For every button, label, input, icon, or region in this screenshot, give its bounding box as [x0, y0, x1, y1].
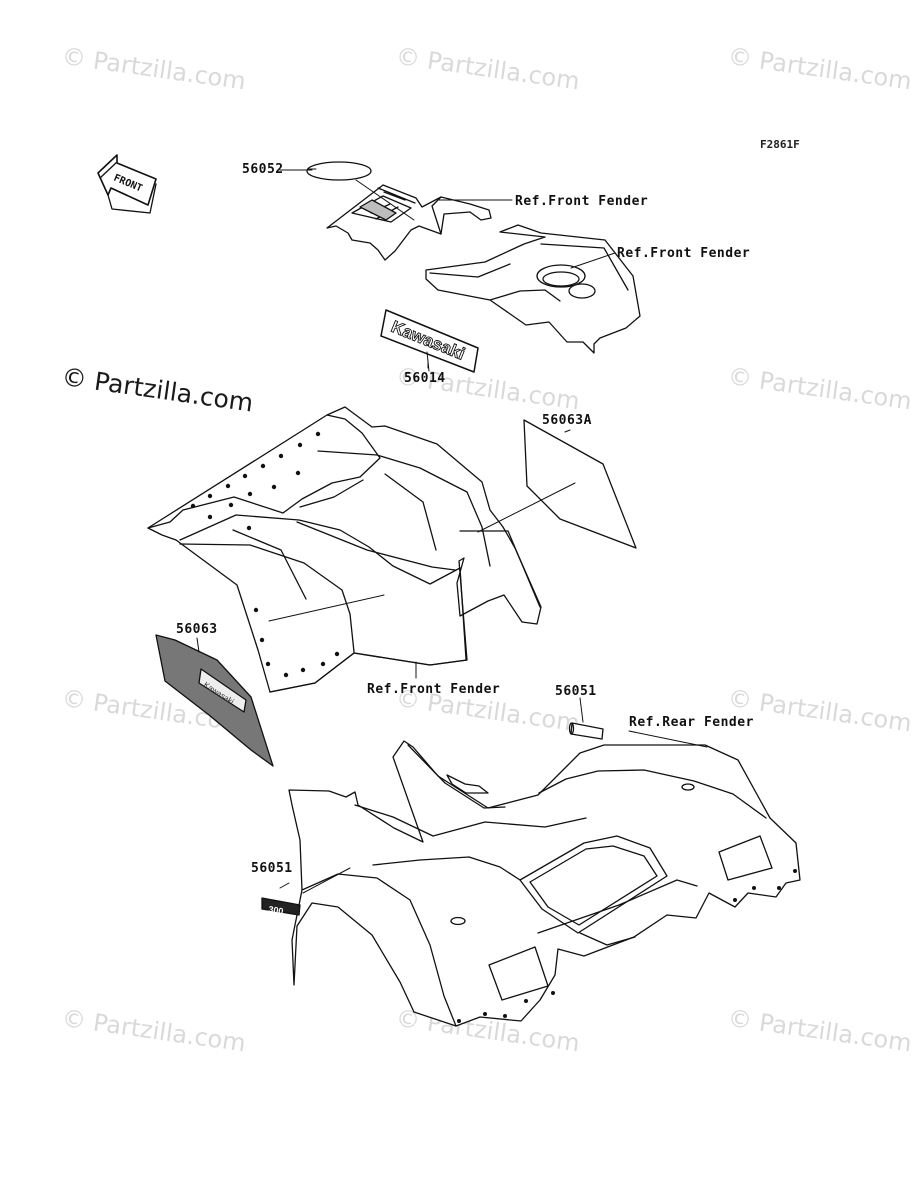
badge-300-text: 300: [268, 904, 284, 916]
front-fender-center: [326, 184, 492, 261]
decal-56063: [155, 634, 274, 767]
callout-56052: 56052: [242, 162, 284, 177]
rear-fender-rivets: [457, 869, 797, 1023]
kawasaki-emblem: [380, 309, 479, 373]
callout-ref-front-fender-3: Ref.Front Fender: [367, 682, 501, 697]
front-fender-body: [425, 224, 641, 354]
main-front-fender: [147, 406, 542, 693]
front-arrow-icon: [97, 154, 157, 214]
decal-56063a: [523, 419, 637, 549]
callout-ref-rear-fender: Ref.Rear Fender: [629, 715, 754, 730]
callout-56051-top: 56051: [555, 684, 597, 699]
callout-ref-front-fender-1: Ref.Front Fender: [515, 194, 649, 209]
callout-56014: 56014: [404, 371, 446, 386]
fender-rivets: [190, 431, 340, 678]
callout-56063a: 56063A: [542, 413, 592, 428]
leader-lines: [196, 168, 708, 894]
diagram-code: F2861F: [760, 138, 800, 151]
badge-300: [261, 897, 301, 916]
badge-56051-top: [568, 722, 604, 740]
callout-56063: 56063: [176, 622, 218, 637]
sticker-56052: [306, 161, 372, 181]
callout-ref-front-fender-2: Ref.Front Fender: [617, 246, 751, 261]
rear-fender: [288, 740, 801, 1027]
callout-56051-bottom: 56051: [251, 861, 293, 876]
